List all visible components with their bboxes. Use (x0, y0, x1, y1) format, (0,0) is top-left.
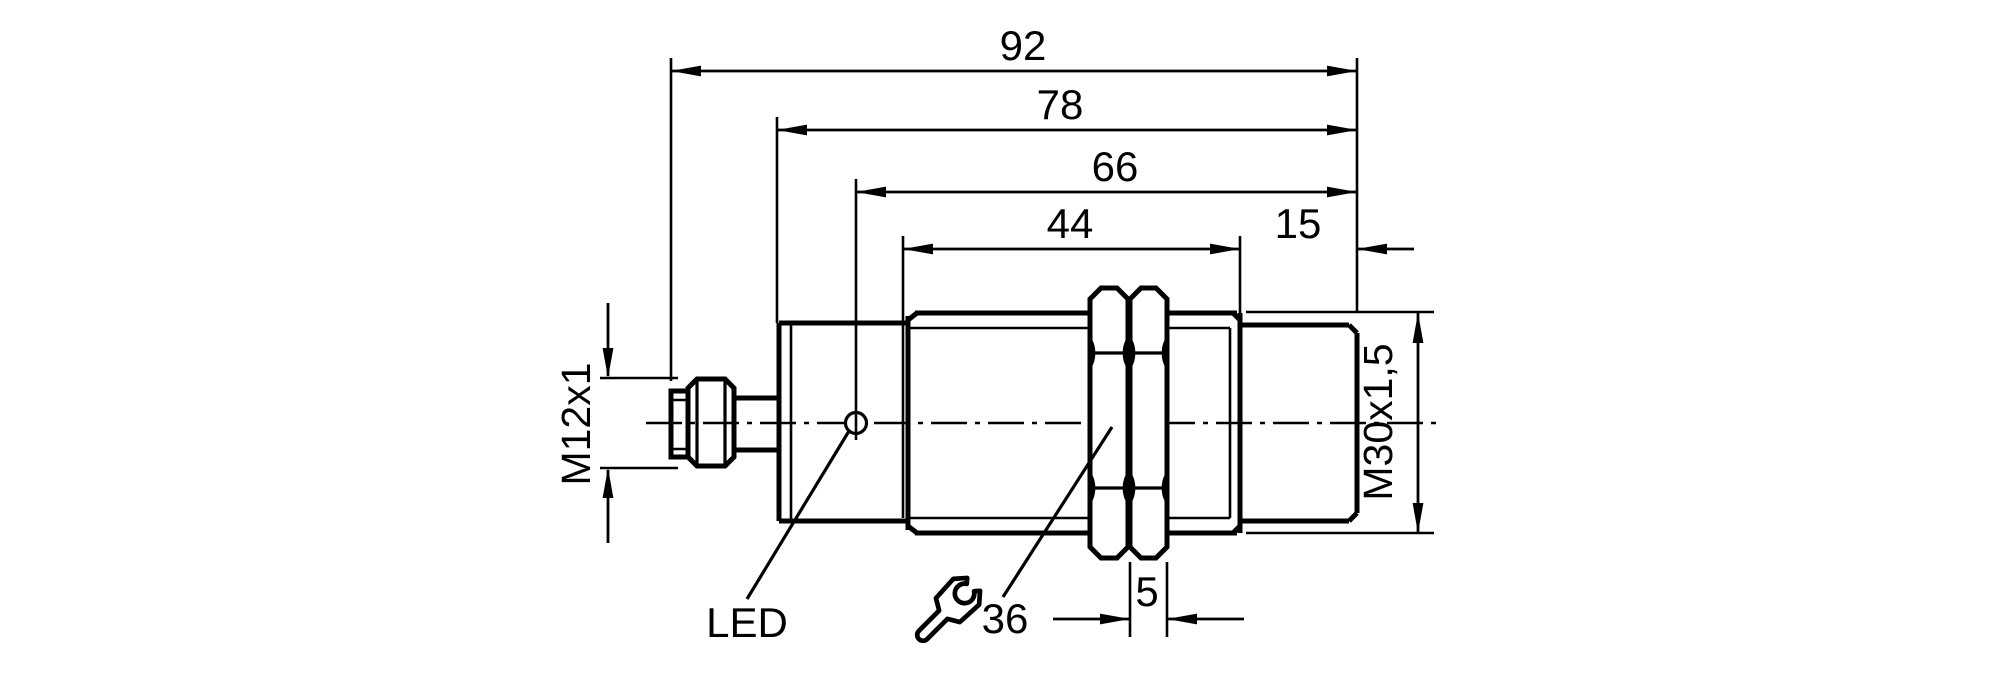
arrowhead (903, 243, 933, 255)
dimension-66: 66 (854, 143, 1357, 412)
thread-end-chamfer (1231, 311, 1242, 535)
m12-connector (668, 376, 779, 469)
led-indicator: LED (706, 410, 869, 646)
arrowhead (856, 186, 886, 198)
wrench-size-callout: 36 (914, 426, 1114, 644)
dimension-m12: M12x1 (553, 303, 678, 543)
arrowhead (1167, 613, 1197, 625)
dim-15-label: 15 (1275, 200, 1322, 247)
m12-thread-label: M12x1 (553, 362, 599, 485)
wrench-leader-line (1001, 426, 1114, 598)
arrowhead (1100, 613, 1130, 625)
arrowhead (777, 124, 807, 136)
dimension-5: 5 (1053, 562, 1244, 637)
lock-nut-right (1127, 285, 1170, 561)
arrowhead (1327, 124, 1357, 136)
connector-thread-stub (668, 388, 688, 460)
arrowhead (1210, 243, 1240, 255)
dim-44-label: 44 (1047, 200, 1094, 247)
tip-chamfer (1347, 323, 1359, 523)
arrowhead (602, 348, 614, 378)
arrowhead (1327, 186, 1357, 198)
arrowhead (1412, 503, 1424, 533)
lock-nut-left (1087, 285, 1131, 561)
dimension-78: 78 (775, 81, 1357, 323)
arrowhead (1327, 65, 1357, 77)
wrench-size-label: 36 (982, 595, 1029, 642)
dimension-92: 92 (669, 22, 1359, 381)
dim-78-label: 78 (1037, 81, 1084, 128)
lock-nuts (1087, 285, 1170, 561)
arrowhead (602, 468, 614, 498)
nut-chamfer-arcs (1128, 338, 1169, 503)
sensor-housing (776, 310, 1360, 536)
dimension-44: 44 (901, 200, 1242, 518)
led-leader-line (745, 430, 851, 600)
m30-thread-label: M30x1,5 (1355, 343, 1401, 500)
dimension-15: 15 (1275, 200, 1414, 255)
nut-chamfer-arcs (1088, 338, 1130, 503)
arrowhead (671, 65, 701, 77)
dimension-m30: M30x1,5 (1246, 310, 1434, 535)
arrowhead (1412, 313, 1424, 343)
wrench-icon (914, 575, 983, 644)
led-label: LED (706, 599, 788, 646)
dim-5-label: 5 (1135, 568, 1158, 615)
dim-92-label: 92 (1000, 22, 1047, 69)
dim-66-label: 66 (1092, 143, 1139, 190)
arrowhead (1357, 243, 1387, 255)
